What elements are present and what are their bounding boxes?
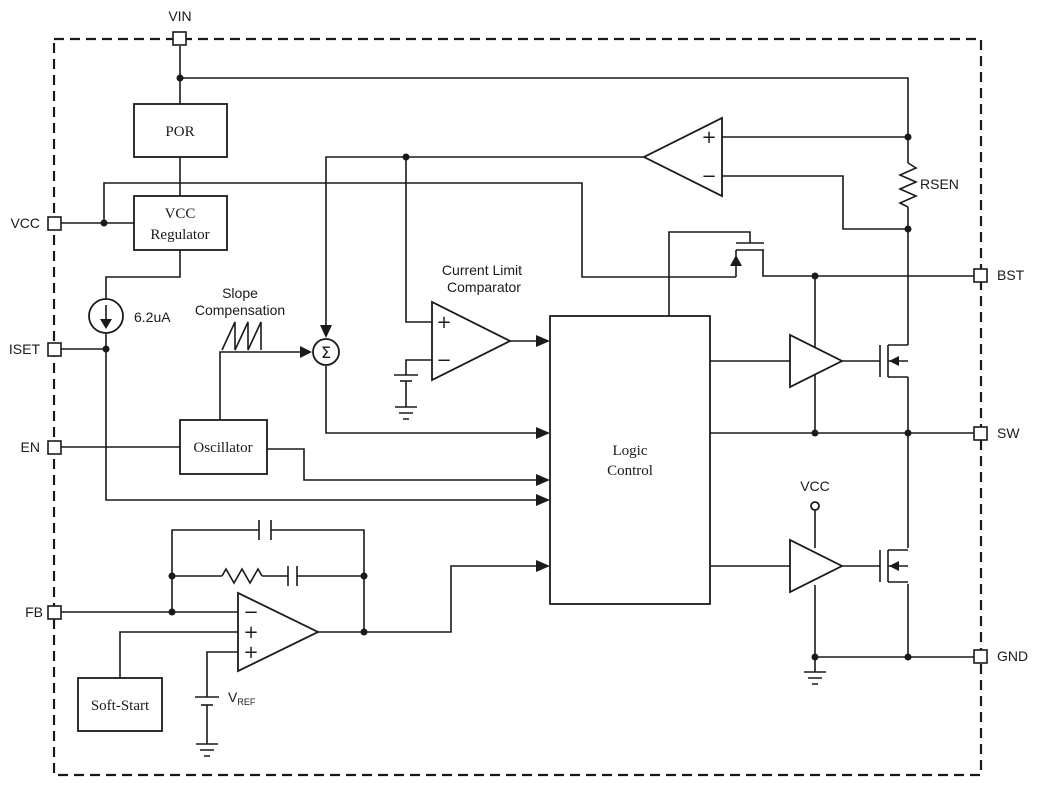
error-amp-minus: − [243,602,258,623]
sw-pin [973,426,988,441]
high-side-driver-symbol [789,333,845,389]
por-label: POR [165,124,194,140]
vin-pin-label: VIN [168,8,191,24]
logic-control-block [549,315,711,605]
summing-node-symbol [312,338,340,366]
slope-compensation-label-1: Slope [222,285,258,301]
en-pin [47,440,62,455]
junction-dots [100,74,912,661]
gnd-pin-label: GND [997,648,1028,664]
summing-node-sigma: Σ [321,343,331,362]
fb-pin-label: FB [25,604,43,620]
bootstrap-switch-symbol [730,242,764,277]
iset-pin [47,342,62,357]
oscillator-label: Oscillator [193,440,252,456]
logic-input-arrows [300,325,550,572]
current-limit-comparator-symbol [431,300,513,382]
error-amplifier-symbol [237,591,321,673]
oscillator-block [179,419,268,475]
vref-label-main: V [228,689,238,705]
en-pin-label: EN [21,439,40,455]
low-side-driver-symbol [789,538,845,594]
logic-control-label-2: Control [607,463,653,479]
compensation-cap-top-symbol [258,520,272,540]
vref-label: VREF [228,689,256,707]
current-source-arrow-head [100,319,112,329]
vin-pin [172,31,187,46]
current-limit-label-1: Current Limit [442,262,522,278]
current-source-label: 6.2uA [134,309,171,325]
compensation-cap-series-symbol [287,566,298,586]
compensation-resistor-symbol [221,567,263,585]
slope-compensation-label-2: Compensation [195,302,285,318]
rsen-comparator-plus: + [701,127,716,148]
rsen-label: RSEN [920,176,959,192]
por-block [133,103,228,158]
bst-pin-label: BST [997,267,1025,283]
current-limit-minus: − [436,350,451,371]
vref-label-sub: REF [237,697,256,707]
gnd-pin [973,649,988,664]
current-limit-reference-battery [394,374,418,382]
high-side-mosfet-symbol [879,344,908,378]
current-limit-label-2: Comparator [447,279,521,295]
slope-sawtooth-symbol [221,321,262,351]
vcc-supply-node-symbol [810,501,820,511]
current-limit-plus: + [436,312,451,333]
soft-start-label: Soft-Start [91,698,150,714]
wiring [60,46,974,744]
low-side-mosfet-symbol [879,549,908,583]
vcc-supply-label: VCC [800,478,830,494]
vcc-regulator-block [133,195,228,251]
vcc-regulator-label-2: Regulator [150,227,209,243]
vcc-pin [47,216,62,231]
fb-pin [47,605,62,620]
rsen-resistor-symbol [898,162,918,208]
vcc-regulator-label-1: VCC [165,206,196,222]
error-amp-plus-2: + [243,642,258,663]
rsen-comparator-minus: − [701,166,716,187]
vref-battery [195,696,219,706]
ground-symbol-driver [804,671,826,685]
soft-start-block [77,677,163,732]
sw-pin-label: SW [997,425,1020,441]
bst-pin [973,268,988,283]
vcc-pin-label: VCC [10,215,40,231]
error-amp-plus-1: + [243,622,258,643]
logic-control-label-1: Logic [613,443,648,459]
iset-pin-label: ISET [9,341,41,357]
ground-symbol-vref [196,743,218,757]
ground-symbol-comparator [395,406,417,420]
rsen-comparator-symbol [641,116,723,198]
